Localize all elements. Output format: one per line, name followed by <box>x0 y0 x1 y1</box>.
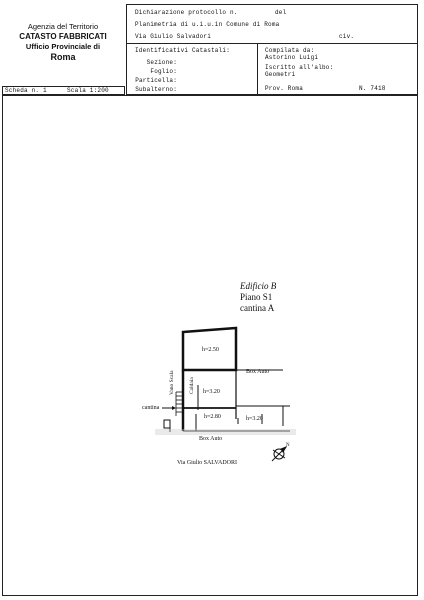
caldaia-label: Caldaia <box>189 377 195 394</box>
albo-value: Geometri <box>265 71 296 78</box>
vano-scala-label: Vano Scala <box>169 370 175 395</box>
ufficio-label: Ufficio Provinciale di <box>25 42 101 51</box>
box-auto-bottom: Box Auto <box>199 436 222 442</box>
box-auto-top: Box Auto <box>246 369 269 375</box>
planimetria-label: Planimetria di u.i.u.in Comune di Roma <box>135 21 280 28</box>
header-box: Dichiarazione protocollo n. del Planimet… <box>126 4 418 95</box>
height-box: h=3.20 <box>246 416 263 422</box>
north-arrow-icon: N <box>271 443 290 462</box>
cantina-title: cantina A <box>240 303 275 313</box>
catasto-title: CATASTO FABBRICATI <box>19 32 107 41</box>
header-divider <box>257 43 258 95</box>
protocol-label: Dichiarazione protocollo n. <box>135 9 238 16</box>
identificativi-label: Identificativi Catastali: <box>135 47 231 54</box>
numero-label: N. 7418 <box>359 85 386 92</box>
agency-name: Agenzia del Territorio <box>27 22 99 31</box>
particella-label: Particella: <box>135 77 177 84</box>
sezione-label: Sezione: <box>146 59 177 66</box>
height-corridor: h=3.20 <box>203 389 220 395</box>
scheda-box: Scheda n. 1 Scala 1:200 <box>2 86 125 95</box>
iscritto-label: Iscritto all'albo: <box>265 64 334 71</box>
lower-area <box>181 369 290 432</box>
compilata-label: Compilata da: <box>265 47 315 54</box>
scale-label: Scala 1:200 <box>67 87 109 94</box>
street-label: Via Giulio SALVADORI <box>177 460 237 466</box>
drawing-frame <box>2 95 418 596</box>
height-cantina: h=2.50 <box>202 347 219 353</box>
svg-text:N: N <box>286 443 290 448</box>
openings <box>163 406 284 432</box>
cantina-left-label: cantina <box>142 405 160 411</box>
subalterno-label: Subalterno: <box>135 86 177 93</box>
edificio-label: Edificio B <box>239 281 277 291</box>
piano-label: Piano S1 <box>240 292 272 302</box>
compilatore-name: Astorino Luigi <box>265 54 319 61</box>
protocol-del: del <box>275 9 287 16</box>
foglio-label: Foglio: <box>150 68 177 75</box>
ufficio-city: Roma <box>50 52 76 62</box>
height-lower: h=2.80 <box>204 414 221 420</box>
prov-label: Prov. Roma <box>265 85 304 92</box>
stairs-symbol <box>175 391 184 416</box>
cantina-arrow <box>162 406 176 410</box>
address-label: Via Giulio Salvadori <box>135 33 212 40</box>
civ-label: civ. <box>339 33 355 40</box>
scheda-number: Scheda n. 1 <box>5 87 47 94</box>
agency-header: Agenzia del Territorio CATASTO FABBRICAT… <box>4 22 122 63</box>
header-top-row: Dichiarazione protocollo n. del Planimet… <box>127 5 417 44</box>
